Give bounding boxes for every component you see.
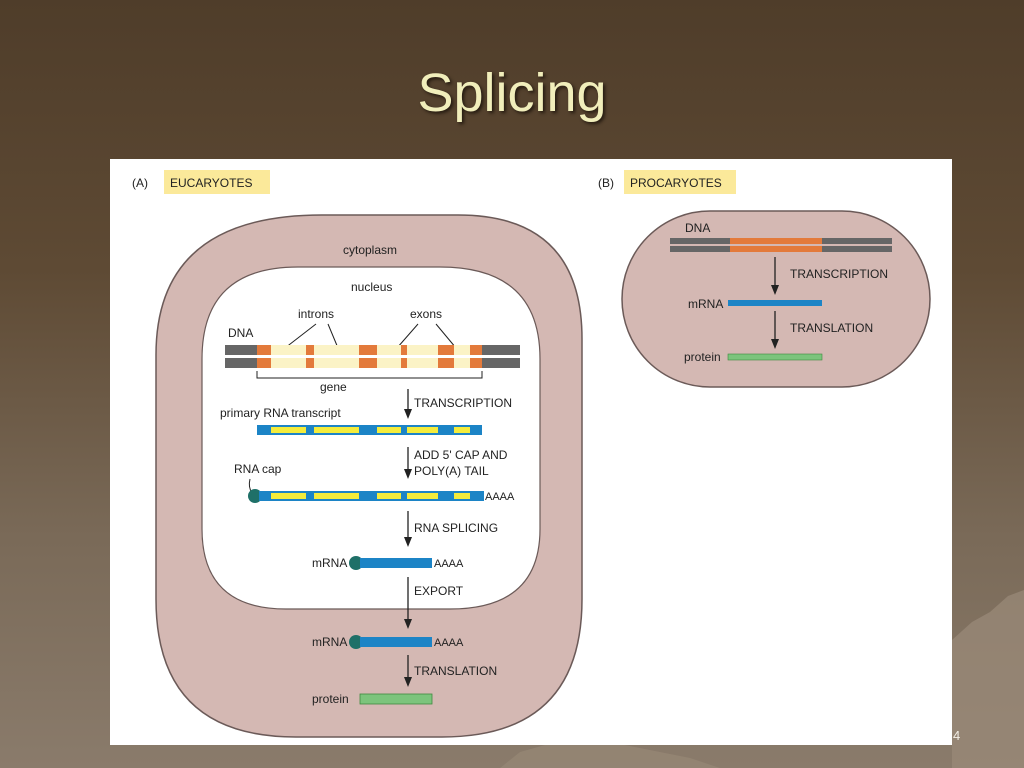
step-export: EXPORT [414,584,464,598]
protein-label-b: protein [684,350,721,364]
transcript-intron-5 [454,427,470,433]
capped-intron-3 [377,493,401,499]
rna-cap-2 [349,556,363,570]
arrow-cap-polya [404,447,412,479]
rna-cap-label: RNA cap [234,462,282,476]
exons-pointer [396,323,457,349]
polya-label-1: AAAA [485,491,515,503]
diagram-figure: (A) EUCARYOTES cytoplasm nucleus introns… [110,159,952,745]
dna-label-b: DNA [685,221,710,235]
panel-a-heading-highlight [164,170,270,194]
nucleus [201,266,541,610]
rna-cap-3 [349,635,363,649]
transcript-intron-4 [407,427,438,433]
mrna-spliced-2 [360,637,432,647]
panel-b-heading-highlight [624,170,736,194]
protein-label-a: protein [312,692,349,706]
panel-a-heading: EUCARYOTES [170,176,252,190]
capped-transcript [248,489,484,503]
slide-number: 4 [953,728,961,743]
prok-gene-bottom [730,246,822,252]
prok-mrna [728,300,822,306]
introns-label: introns [298,307,334,321]
step-transcription-a: TRANSCRIPTION [414,396,512,410]
mrna-label-1: mRNA [312,556,347,570]
capped-intron-1 [271,493,306,499]
dna-label-a: DNA [228,326,253,340]
step-cap-line1: ADD 5' CAP AND [414,448,508,462]
arrow-transcription-b [771,257,779,295]
arrow-transcription-a [404,389,412,419]
capped-intron-2 [314,493,359,499]
mrna-spliced-1 [360,558,432,568]
transcript-intron-1 [271,427,306,433]
mountain-right [952,590,1024,768]
mrna-label-b: mRNA [688,297,723,311]
introns-pointer [284,323,339,349]
arrow-translation-b [771,311,779,349]
gene-label: gene [320,380,347,394]
rna-cap-1 [248,489,262,503]
step-splicing: RNA SPLICING [414,521,498,535]
panel-b-heading: PROCARYOTES [630,176,722,190]
panel-b-letter: (B) [598,176,614,190]
capped-intron-5 [454,493,470,499]
step-translation-a: TRANSLATION [414,664,497,678]
gene-bracket [256,371,483,379]
primary-transcript-label: primary RNA transcript [220,406,341,420]
prokaryote-cell [621,210,931,388]
prok-gene-top [730,238,822,244]
mrna-label-2: mRNA [312,635,347,649]
transcript-intron-2 [314,427,359,433]
panel-a-letter: (A) [132,176,148,190]
prok-protein [727,353,823,361]
polya-label-2: AAAA [434,558,464,570]
slide-title: Splicing [417,63,607,123]
step-translation-b: TRANSLATION [790,321,873,335]
arrow-splicing [404,511,412,547]
step-transcription-b: TRANSCRIPTION [790,267,888,281]
capped-intron-4 [407,493,438,499]
step-cap-line2: POLY(A) TAIL [414,464,489,478]
nucleus-label: nucleus [351,280,392,294]
mountain-bottom [500,740,720,768]
cytoplasm-label: cytoplasm [343,243,397,257]
exons-label: exons [410,307,442,321]
strand-gap [225,355,520,358]
primary-rna-transcript [257,425,482,435]
arrow-translation-a [404,655,412,687]
transcript-intron-3 [377,427,401,433]
protein-bar-a [359,693,433,705]
gene-segments [225,345,520,368]
polya-label-3: AAAA [434,637,464,649]
arrow-export [404,577,412,629]
